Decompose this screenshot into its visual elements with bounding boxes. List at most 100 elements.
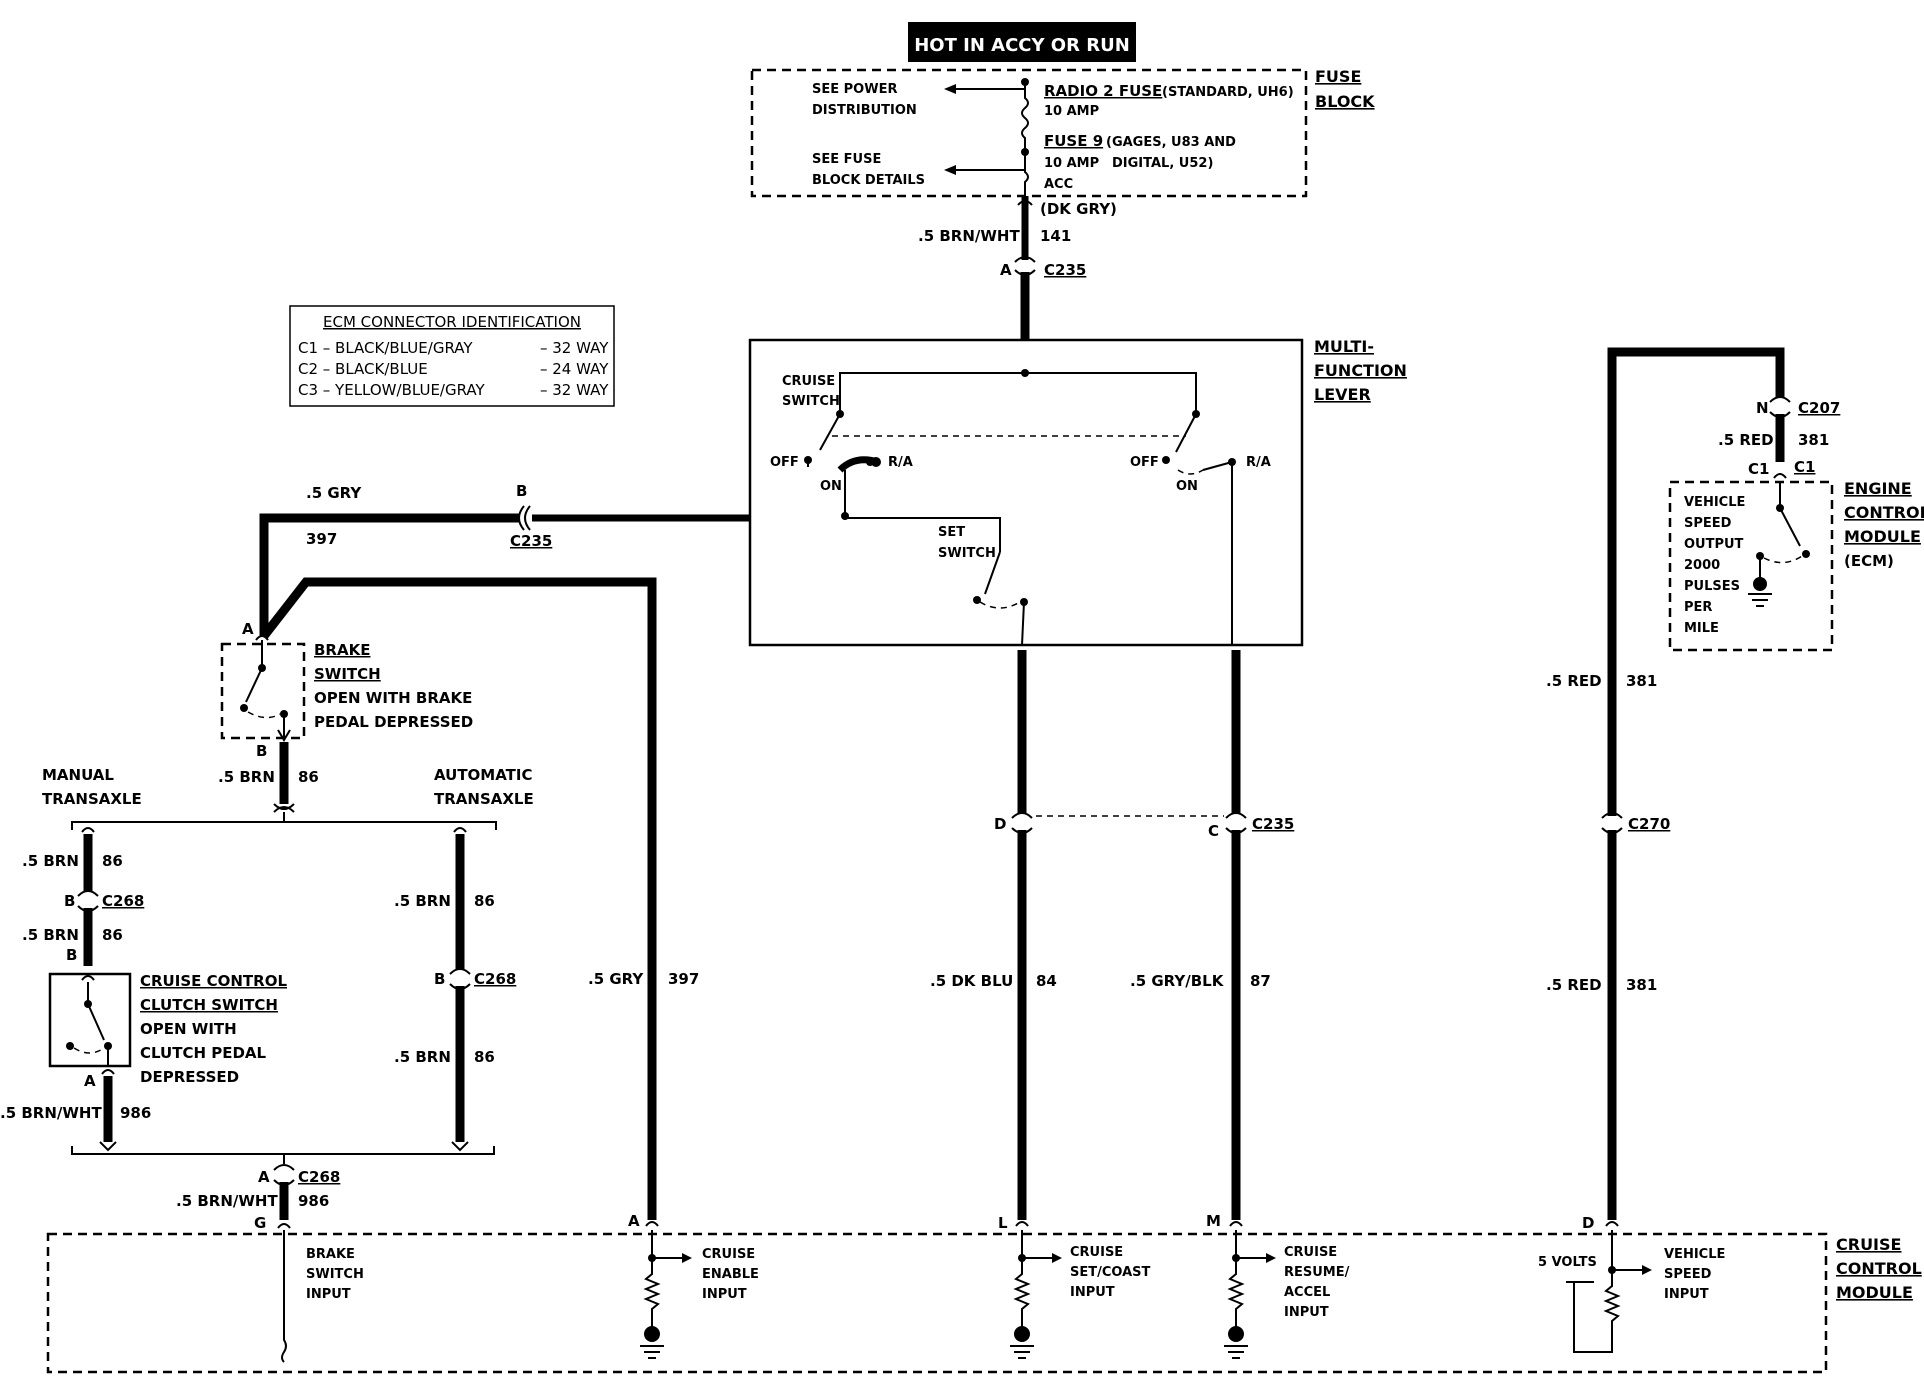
- ecm-table-row-3: C3 – YELLOW/BLUE/GRAY: [298, 381, 486, 399]
- vso-label-4: 2000: [1684, 558, 1720, 573]
- resistor-icon: [643, 1230, 661, 1328]
- wire-986-color-1: .5 BRN/WHT: [0, 1104, 102, 1122]
- ccm-vss-3: INPUT: [1664, 1287, 1709, 1302]
- vso-label-6: PER: [1684, 600, 1712, 615]
- ground-icon: [1753, 577, 1767, 591]
- see-power-text-2: DISTRIBUTION: [812, 103, 917, 118]
- wire-381-number-3: 381: [1626, 976, 1657, 994]
- set-switch-label-2: SWITCH: [938, 546, 996, 561]
- ecm-label-4: (ECM): [1844, 552, 1894, 570]
- manual-wire-86-num-1: 86: [102, 852, 123, 870]
- wire-141-color: .5 BRN/WHT: [918, 227, 1020, 245]
- ground-icon: [1014, 1326, 1030, 1342]
- wire-86-color: .5 BRN: [218, 768, 275, 786]
- brake-pin-a: A: [242, 620, 254, 638]
- resistor-icon: [1573, 1230, 1621, 1353]
- vso-label-5: PULSES: [1684, 579, 1740, 594]
- wire-986-join: A C268 .5 BRN/WHT 986 G: [71, 1146, 495, 1232]
- join-pin-a: A: [258, 1168, 270, 1186]
- auto-pin-b: B: [434, 970, 445, 988]
- ecm-c1-right: C1: [1794, 458, 1815, 476]
- ccm-volts: 5 VOLTS: [1538, 1255, 1597, 1270]
- fuse9-note-1: (GAGES, U83 AND: [1106, 135, 1236, 150]
- connector-c235: C235: [1044, 261, 1086, 279]
- ccm-vss-2: SPEED: [1664, 1267, 1712, 1282]
- ccm-res-4: INPUT: [1284, 1305, 1329, 1320]
- wire-397-number: 397: [306, 530, 337, 548]
- wire-381-color-3: .5 RED: [1546, 976, 1602, 994]
- module-pin-a: A: [628, 1212, 640, 1230]
- ecm-table-row-3-way: – 32 WAY: [540, 381, 609, 399]
- vso-label-1: VEHICLE: [1684, 495, 1745, 510]
- vso-label-7: MILE: [1684, 621, 1719, 636]
- cruise-switch-label-1: CRUISE: [782, 374, 835, 389]
- ccm-enable-1: CRUISE: [702, 1247, 755, 1262]
- mfl-label-3: LEVER: [1314, 385, 1371, 404]
- ecm-label-2: CONTROL: [1844, 503, 1924, 522]
- arrow-right-icon: [1642, 1265, 1652, 1275]
- left-off-label: OFF: [770, 455, 799, 470]
- ccm-vss-1: VEHICLE: [1664, 1247, 1725, 1262]
- manual-wire-86-color-1: .5 BRN: [22, 852, 79, 870]
- fuse9-amp: 10 AMP: [1044, 156, 1099, 171]
- right-on-label: ON: [1176, 479, 1198, 494]
- see-fuse-text-1: SEE FUSE: [812, 152, 881, 167]
- pin-a: A: [1000, 261, 1012, 279]
- auto-wire-86-num-1: 86: [474, 892, 495, 910]
- ccm-brake-3: INPUT: [306, 1287, 351, 1302]
- brake-pin-b: B: [256, 742, 267, 760]
- ecm-table-row-2-way: – 24 WAY: [540, 360, 609, 378]
- fuse-icon: [1021, 82, 1029, 152]
- brake-switch-label-1: BRAKE: [314, 641, 370, 659]
- connector-c235-c: C235: [1252, 815, 1294, 833]
- brake-switch-label-3: OPEN WITH BRAKE: [314, 689, 472, 707]
- fuse-block: FUSE BLOCK SEE POWER DISTRIBUTION SEE FU…: [750, 67, 1375, 218]
- header-box: HOT IN ACCY OR RUN: [908, 22, 1136, 62]
- auto-transaxle-2: TRANSAXLE: [434, 790, 534, 808]
- wire-87: C C235 .5 GRY/BLK 87 M: [1130, 650, 1294, 1230]
- ccm-enable-2: ENABLE: [702, 1267, 759, 1282]
- module-pin-m: M: [1206, 1212, 1221, 1230]
- ecm-c1-left: C1: [1748, 460, 1769, 478]
- ccm-setc-3: INPUT: [1070, 1285, 1115, 1300]
- brake-switch-label-4: PEDAL DEPRESSED: [314, 713, 473, 731]
- ccm-enable-3: INPUT: [702, 1287, 747, 1302]
- acc-label: ACC: [1044, 177, 1073, 192]
- left-ra-label: R/A: [888, 455, 913, 470]
- ground-icon: [1228, 1326, 1244, 1342]
- clutch-switch-label-3: OPEN WITH: [140, 1020, 237, 1038]
- manual-transaxle-2: TRANSAXLE: [42, 790, 142, 808]
- clutch-switch-label-1: CRUISE CONTROL: [140, 972, 287, 990]
- radio-fuse-label: RADIO 2 FUSE: [1044, 82, 1162, 100]
- wire-141: .5 BRN/WHT 141 A C235: [918, 196, 1086, 340]
- wire-381: N C207 .5 RED 381 C1 C1 .5 RED 381 C270 …: [1546, 347, 1840, 1232]
- cruise-switch-label-2: SWITCH: [782, 394, 840, 409]
- left-on-label: ON: [820, 479, 842, 494]
- ccm-setc-2: SET/COAST: [1070, 1265, 1151, 1280]
- wire-84-number: 84: [1036, 972, 1057, 990]
- wire-87-number: 87: [1250, 972, 1271, 990]
- manual-wire-86-num-2: 86: [102, 926, 123, 944]
- pin-b: B: [516, 482, 527, 500]
- arrow-right-icon: [1052, 1253, 1062, 1263]
- see-fuse-text-2: BLOCK DETAILS: [812, 173, 925, 188]
- automatic-branch: .5 BRN 86 B C268 .5 BRN 86: [394, 827, 516, 1152]
- multifunction-lever: MULTI- FUNCTION LEVER CRUISE SWITCH OFF …: [748, 337, 1407, 647]
- wire-986-num-2: 986: [298, 1192, 329, 1210]
- arrow-right-icon: [682, 1253, 692, 1263]
- brake-switch-label-2: SWITCH: [314, 665, 381, 683]
- fuse-block-label-2: BLOCK: [1315, 92, 1375, 111]
- pin-c-c235: C: [1208, 822, 1219, 840]
- wire-381-number-1: 381: [1798, 431, 1829, 449]
- arrow-left-icon: [944, 84, 956, 94]
- ccm-label-1: CRUISE: [1836, 1235, 1901, 1254]
- connector-c268-manual: C268: [102, 892, 144, 910]
- auto-wire-86-color-2: .5 BRN: [394, 1048, 451, 1066]
- fuse-block-label-1: FUSE: [1315, 67, 1361, 86]
- wire-397-color: .5 GRY: [306, 484, 362, 502]
- wire-397-num-vert: 397: [668, 970, 699, 988]
- ecm-label-1: ENGINE: [1844, 479, 1912, 498]
- connector-c207: C207: [1798, 399, 1840, 417]
- ccm-res-3: ACCEL: [1284, 1285, 1330, 1300]
